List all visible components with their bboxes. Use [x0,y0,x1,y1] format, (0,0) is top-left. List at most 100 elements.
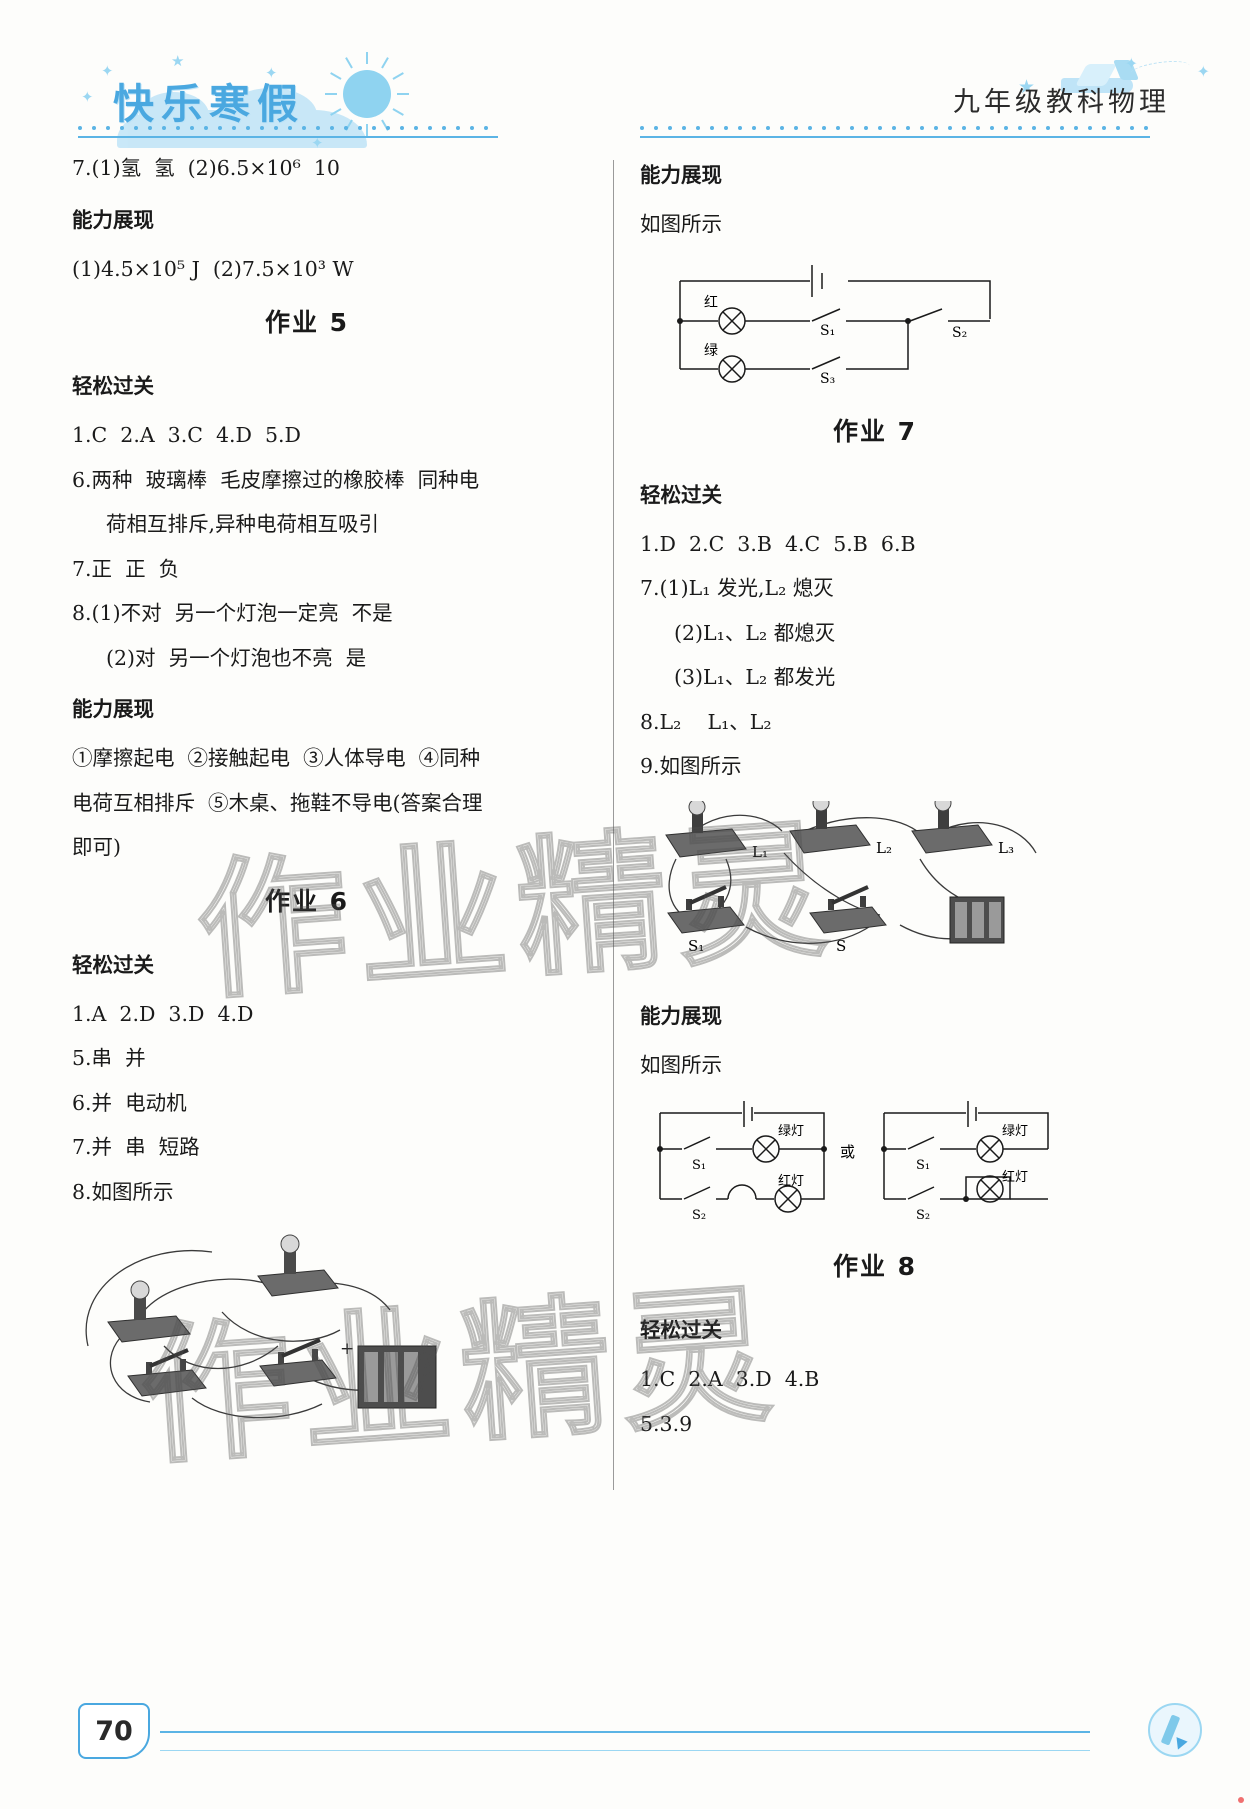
sun-ray-icon [345,57,353,69]
node-dot [677,317,683,324]
ability-answer-line2: 电荷互相排斥 ⑤木桌、拖鞋不导电(答案合理 [72,790,483,815]
star-icon: ★ [171,54,185,70]
ability-answer-line1: ①摩擦起电 ②接触起电 ③人体导电 ④同种 [72,746,481,770]
heading-ability-show: 能力展现 [640,1003,722,1028]
answer-line-5: 5.串 并 [72,1046,146,1070]
choice-answers: 1.D 2.C 3.B 4.C 5.B 6.B [640,531,916,556]
label-lamp-l3: L₃ [998,839,1014,857]
answer-line-7b: 7.正 正 负 [72,556,180,581]
book-series-title: 快乐寒假 [113,80,305,128]
label-red-lamp: 红 [704,295,718,311]
lamp-base-icon [789,794,871,854]
section-title-assignment-8: 作业 8 [832,1252,918,1281]
choice-answers: 1.C 2.A 3.D 4.B [640,1367,820,1391]
circuit-schematic-svg: 红 绿 S₁ S₃ S₂ [677,264,991,387]
sun-icon [343,70,391,118]
battery-icon: + [340,1339,437,1409]
answer-line-8b: (2)对 另一个灯泡也不亮 是 [106,645,367,670]
node-dot [963,1196,969,1202]
label-green-lamp: 绿 [704,343,718,359]
sun-ray-icon [392,72,404,80]
star-icon: ✦ [265,66,278,82]
ability-answer: (1)4.5×10⁵ J (2)7.5×10³ W [72,256,354,281]
label-switch-s3: S₃ [820,371,835,387]
star-icon: ✦ [81,90,94,106]
header-left-decoration: ✦ ✦ ★ ✦ ✦ 快乐寒假 [75,48,495,152]
airplane-icon [1055,60,1140,100]
label-lamp-l1: L₁ [752,843,768,861]
heading-ability-show: 能力展现 [72,697,154,721]
heading-ability-show: 能力展现 [72,207,154,232]
answer-line-7-2: (2)L₁、L₂ 都熄灭 [674,620,836,645]
contrail-icon [1129,57,1191,83]
answer-line-6: 6.并 电动机 [72,1090,187,1115]
figure-circuit-apparatus-left: + [72,1226,542,1451]
answer-line-6a: 6.两种 玻璃棒 毛皮摩擦过的橡胶棒 同种电 [72,467,480,492]
section-title-assignment-6: 作业 6 [264,886,350,916]
label-red-lamp: 红灯 [1002,1169,1028,1185]
twin-circuit-svg: S₁ S₂ 绿灯 红灯 或 [657,1101,1049,1223]
answer-line-7-3: (3)L₁、L₂ 都发光 [674,665,836,689]
switch-icon [259,1338,337,1387]
answer-line-7c: 7.并 串 短路 [72,1135,200,1159]
answer-line-5b: 5.3.9 [640,1411,693,1436]
label-or: 或 [840,1143,855,1161]
sun-ray-icon [397,93,409,95]
pen-icon [1148,1703,1202,1757]
node-dot [821,1146,827,1152]
running-title-text: 九年级教科物理 [953,87,1170,118]
node-dot [905,317,911,324]
svg-text:+: + [340,1339,354,1359]
switch-icon [127,1348,207,1397]
footer-rule-secondary [160,1750,1090,1751]
label-switch-s2: S₂ [952,325,967,341]
section-title-assignment-7: 作业 7 [832,416,918,446]
heading-easy-pass: 轻松过关 [72,952,154,977]
lamp-base-icon [665,798,747,858]
answer-line-7-1: 7.(1)L₁ 发光,L₂ 熄灭 [640,576,834,600]
ability-answer-text: 如图所示 [640,1052,722,1077]
answer-line-8c: 8.如图所示 [72,1179,174,1204]
label-switch-s2: S₂ [692,1208,706,1223]
label-switch-s: S [836,937,846,955]
answer-line-8a: 8.(1)不对 另一个灯泡一定亮 不是 [72,601,393,625]
cloud-icon [117,88,367,148]
figure-circuit-apparatus-right: L₁ L₂ L₃ [650,794,1110,981]
label-switch-s1: S₁ [688,937,704,955]
sun-ray-icon [366,52,368,64]
heading-ability-show: 能力展现 [640,163,722,187]
column-divider [613,160,614,1490]
switch-icon [667,884,745,934]
choice-answers: 1.C 2.A 3.C 4.D 5.D [72,423,301,447]
star-icon: ✦ [311,136,324,152]
page-number: 70 [78,1703,150,1759]
ability-answer-text: 如图所示 [640,212,722,236]
label-green-lamp: 绿灯 [778,1124,804,1139]
lamp-base-icon [107,1280,191,1343]
ability-answer-line3: 即可) [72,835,121,859]
lamp-base-icon [911,794,993,854]
sun-ray-icon [381,57,389,69]
heading-easy-pass: 轻松过关 [640,1318,722,1342]
header-dot-row-left [78,126,498,132]
choice-answers: 1.A 2.D 3.D 4.D [72,1001,254,1026]
answer-line-8: 8.L₂ L₁、L₂ [640,709,772,734]
footer-rule-primary [160,1731,1090,1733]
node-dot [881,1146,887,1152]
page-footer: 70 [0,1679,1250,1809]
star-icon: ★ [1017,77,1035,98]
battery-icon [949,896,1005,943]
star-icon: ✦ [1196,64,1210,81]
header-rule-right [640,136,1150,138]
label-red-lamp: 红灯 [778,1173,804,1189]
answer-line-9: 9.如图所示 [640,754,742,778]
star-icon: ✦ [101,64,114,80]
heading-easy-pass: 轻松过关 [72,374,154,398]
answer-line-6b: 荷相互排斥,异种电荷相互吸引 [106,512,380,536]
label-green-lamp: 绿灯 [1002,1124,1028,1139]
header-dot-row-right [640,126,1150,132]
sun-ray-icon [330,72,342,80]
sun-ray-icon [325,93,337,95]
lamp-base-icon [257,1234,339,1297]
header-rule-left [78,136,498,138]
